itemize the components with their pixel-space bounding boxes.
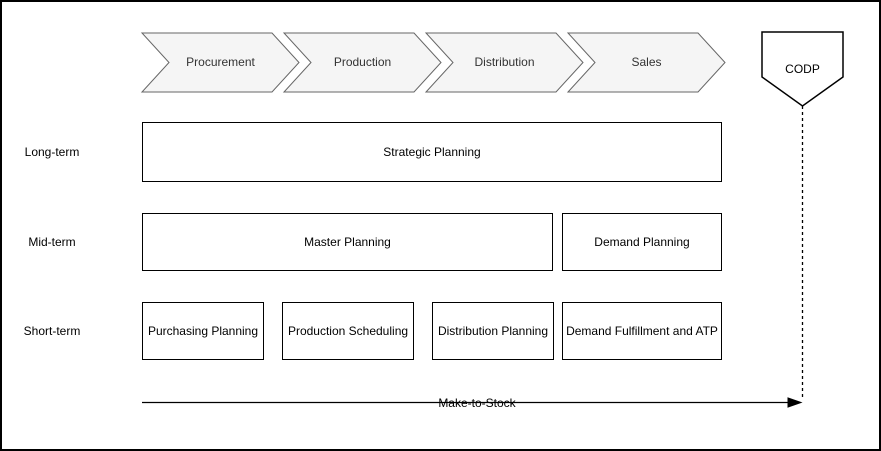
box-demand-fulfillment-atp: Demand Fulfillment and ATP xyxy=(562,302,722,360)
chevron-sales-shape xyxy=(566,32,726,93)
row-label-short-term: Short-term xyxy=(23,323,81,338)
chevron-procurement-label: Procurement xyxy=(186,55,255,70)
chevron-sales-label: Sales xyxy=(631,55,662,70)
chevron-production-label: Production xyxy=(333,55,392,70)
box-strategic-planning: Strategic Planning xyxy=(142,122,722,182)
chevron-distribution-shape xyxy=(424,32,584,93)
box-purchasing-planning: Purchasing Planning xyxy=(142,302,264,360)
box-master-planning: Master Planning xyxy=(142,213,553,271)
chevron-distribution-label: Distribution xyxy=(474,55,535,70)
codp-label: CODP xyxy=(785,61,820,76)
make-to-stock-label: Make-to-Stock xyxy=(438,395,516,410)
row-label-mid-term: Mid-term xyxy=(28,234,76,249)
row-label-long-term: Long-term xyxy=(24,144,80,159)
chevron-production-shape xyxy=(282,32,442,93)
box-production-scheduling: Production Scheduling xyxy=(282,302,414,360)
chevron-procurement-shape xyxy=(140,32,300,93)
box-demand-planning: Demand Planning xyxy=(562,213,722,271)
box-distribution-planning: Distribution Planning xyxy=(432,302,554,360)
codp-marker-shape xyxy=(761,31,844,107)
make-to-stock-arrowhead xyxy=(787,397,803,408)
